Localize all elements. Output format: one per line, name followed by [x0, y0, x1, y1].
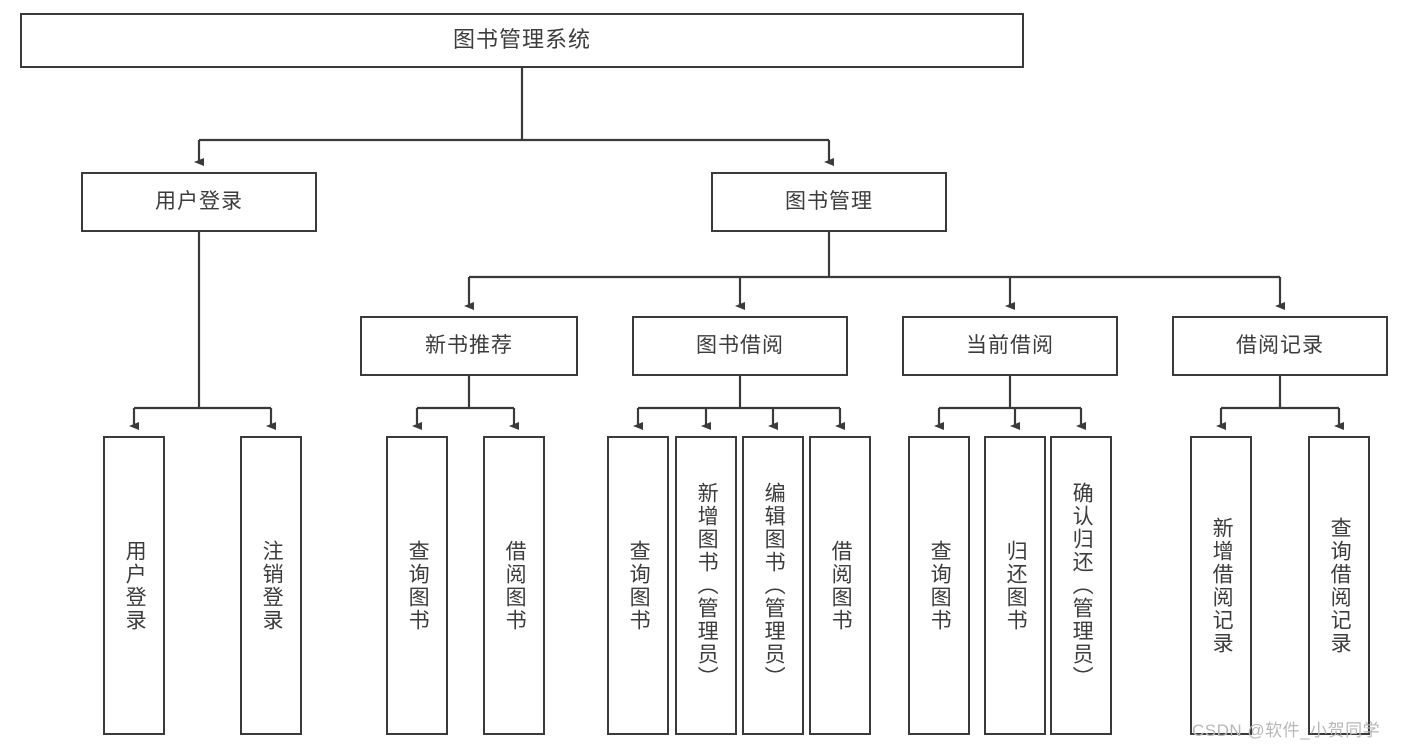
node-label: 查询图书 [627, 539, 651, 632]
node-l3_0[interactable]: 新书推荐 [360, 316, 578, 376]
node-label: 用户登录 [155, 190, 243, 214]
node-l2_0[interactable]: 用户登录 [81, 172, 317, 232]
node-n1[interactable]: 借阅图书 [483, 436, 545, 735]
node-b3[interactable]: 借阅图书 [809, 436, 871, 735]
node-u1[interactable]: 注销登录 [240, 436, 302, 735]
node-label: 编辑图书（管理员） [762, 482, 786, 689]
node-l2_1[interactable]: 图书管理 [711, 172, 947, 232]
node-label: 图书借阅 [696, 334, 784, 358]
node-label: 归还图书 [1004, 539, 1028, 632]
node-u0[interactable]: 用户登录 [103, 436, 165, 735]
node-label: 确认归还（管理员） [1070, 482, 1094, 689]
node-b1[interactable]: 新增图书（管理员） [675, 436, 737, 735]
node-label: 新书推荐 [425, 334, 513, 358]
node-label: 图书管理系统 [452, 27, 591, 53]
node-label: 借阅图书 [503, 539, 527, 632]
node-label: 注销登录 [260, 539, 284, 632]
node-c1[interactable]: 归还图书 [984, 436, 1046, 735]
csdn-watermark: CSDN @软件_小贺同学 [1192, 721, 1381, 740]
node-n0[interactable]: 查询图书 [386, 436, 448, 735]
node-l3_1[interactable]: 图书借阅 [632, 316, 848, 376]
node-label: 借阅记录 [1236, 334, 1324, 358]
node-label: 新增图书（管理员） [695, 482, 719, 689]
node-c0[interactable]: 查询图书 [908, 436, 970, 735]
node-l3_2[interactable]: 当前借阅 [902, 316, 1118, 376]
node-l3_3[interactable]: 借阅记录 [1172, 316, 1388, 376]
node-c2[interactable]: 确认归还（管理员） [1050, 436, 1112, 735]
node-b0[interactable]: 查询图书 [607, 436, 669, 735]
node-label: 查询借阅记录 [1328, 516, 1352, 655]
node-r1[interactable]: 查询借阅记录 [1308, 436, 1370, 735]
node-label: 查询图书 [928, 539, 952, 632]
node-label: 图书管理 [785, 190, 873, 214]
node-root[interactable]: 图书管理系统 [20, 13, 1024, 68]
node-label: 当前借阅 [966, 334, 1054, 358]
node-label: 用户登录 [123, 539, 147, 632]
node-b2[interactable]: 编辑图书（管理员） [742, 436, 804, 735]
node-label: 新增借阅记录 [1210, 516, 1234, 655]
node-label: 查询图书 [406, 539, 430, 632]
node-r0[interactable]: 新增借阅记录 [1190, 436, 1252, 735]
node-label: 借阅图书 [829, 539, 853, 632]
